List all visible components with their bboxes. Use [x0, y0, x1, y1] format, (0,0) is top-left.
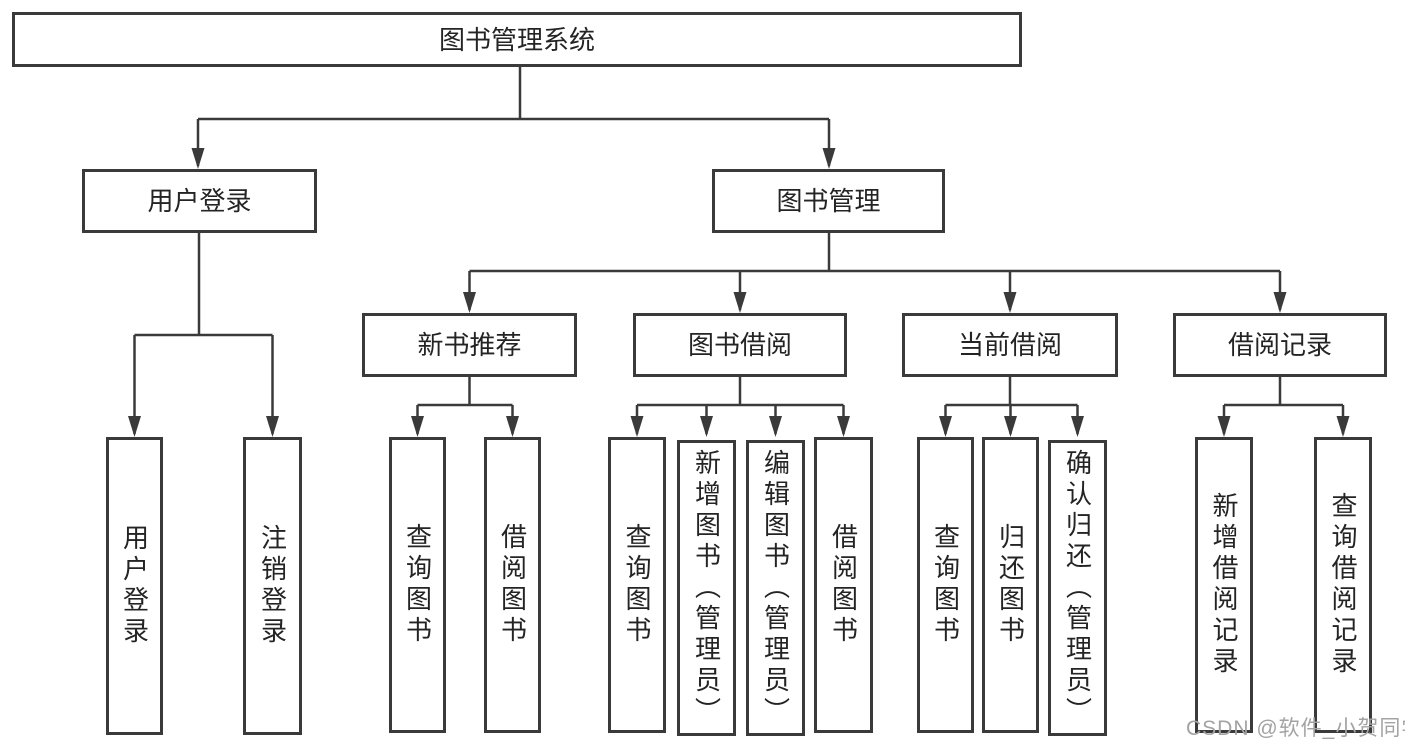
leaf-records-add-borrow-record: 新增借阅记录 — [1195, 437, 1253, 733]
node-book-borrowing: 图书借阅 — [633, 313, 847, 377]
leaf-borrowing-edit-books-admin: 编辑图书（管理员） — [746, 440, 805, 736]
leaf-current-query-books: 查询图书 — [917, 437, 974, 733]
watermark: CSDN @软件_小贺同学 — [1186, 717, 1405, 740]
leaf-newbook-borrow-books: 借阅图书 — [484, 437, 541, 733]
node-new-book-recommendation: 新书推荐 — [362, 313, 577, 377]
leaf-borrowing-borrow-books: 借阅图书 — [814, 437, 873, 733]
node-user-login: 用户登录 — [82, 169, 317, 233]
leaf-newbook-query-books: 查询图书 — [389, 437, 446, 733]
leaf-logout: 注销登录 — [243, 437, 302, 735]
node-book-management: 图书管理 — [712, 169, 945, 233]
leaf-current-return-books: 归还图书 — [982, 437, 1039, 733]
leaf-records-query-borrow-record: 查询借阅记录 — [1314, 437, 1372, 733]
leaf-current-confirm-return-admin: 确认归还（管理员） — [1048, 440, 1107, 736]
leaf-borrowing-query-books: 查询图书 — [608, 437, 666, 733]
node-borrowing-records: 借阅记录 — [1173, 313, 1387, 377]
leaf-user-login: 用户登录 — [106, 437, 163, 735]
leaf-borrowing-add-books-admin: 新增图书（管理员） — [677, 440, 736, 736]
node-current-borrowing: 当前借阅 — [902, 313, 1118, 377]
node-library-management-system: 图书管理系统 — [12, 12, 1022, 67]
